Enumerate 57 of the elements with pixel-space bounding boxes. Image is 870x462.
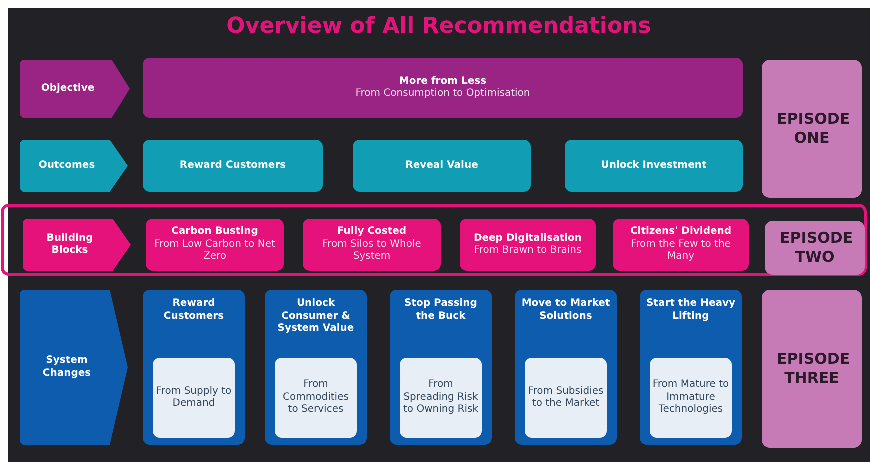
box-subtitle: From the Few to the Many bbox=[630, 238, 732, 264]
box-heading: More from Less bbox=[399, 76, 487, 88]
box-text: From Subsidies to the Market bbox=[527, 386, 605, 410]
box-text: From Supply to Demand bbox=[155, 386, 233, 410]
highlight-band bbox=[1, 204, 867, 276]
episode-box bbox=[762, 60, 862, 198]
content-box bbox=[565, 140, 743, 192]
box-heading: Stop Passing the Buck bbox=[404, 298, 478, 323]
content-box bbox=[303, 219, 441, 271]
box-subtitle: From Brawn to Brains bbox=[474, 245, 582, 258]
box-heading: Citizens' Dividend bbox=[630, 226, 732, 239]
inner-text-box bbox=[153, 358, 235, 438]
episode-label: EPISODE THREE bbox=[777, 350, 847, 388]
content-box bbox=[143, 58, 743, 118]
inner-text-box bbox=[275, 358, 357, 438]
title: Overview of All Recommendations bbox=[226, 14, 652, 39]
content-box bbox=[143, 140, 323, 192]
content-box bbox=[353, 140, 531, 192]
content-box bbox=[390, 290, 492, 445]
box-text: From Commodities to Services bbox=[282, 379, 350, 417]
box-heading: Deep Digitalisation bbox=[474, 232, 582, 245]
content-box bbox=[460, 219, 596, 271]
content-box bbox=[265, 290, 367, 445]
box-heading: Reveal Value bbox=[406, 160, 478, 172]
row-label: Outcomes bbox=[38, 160, 96, 172]
row-label-tag bbox=[23, 219, 131, 271]
inner-text-box bbox=[400, 358, 482, 438]
box-text: From Spreading Risk to Owning Risk bbox=[402, 379, 480, 417]
content-box bbox=[613, 219, 749, 271]
box-subtitle: From Silos to Whole System bbox=[322, 238, 422, 264]
box-heading: Move to Market Solutions bbox=[521, 298, 611, 323]
box-heading: Unlock Consumer & System Value bbox=[276, 298, 356, 336]
content-box bbox=[515, 290, 617, 445]
episode-box bbox=[762, 290, 862, 448]
row-label-tag bbox=[20, 60, 130, 118]
row-label-tag bbox=[20, 140, 128, 192]
episode-label: EPISODE ONE bbox=[777, 110, 847, 148]
inner-text-box bbox=[650, 358, 732, 438]
box-heading: Reward Customers bbox=[162, 298, 226, 323]
box-heading: Fully Costed bbox=[337, 226, 407, 239]
box-text: From Mature to Immature Technologies bbox=[652, 379, 730, 417]
row-label: Objective bbox=[40, 82, 96, 96]
episode-label: EPISODE TWO bbox=[780, 229, 850, 267]
box-heading: Unlock Investment bbox=[601, 160, 707, 172]
inner-text-box bbox=[525, 358, 607, 438]
row-label: Building Blocks bbox=[46, 232, 94, 258]
episode-box bbox=[765, 221, 865, 275]
content-box bbox=[640, 290, 742, 445]
box-subtitle: From Low Carbon to Net Zero bbox=[154, 238, 276, 264]
box-subtitle: From Consumption to Optimisation bbox=[356, 88, 530, 100]
box-heading: Carbon Busting bbox=[172, 226, 258, 239]
box-heading: Start the Heavy Lifting bbox=[646, 298, 736, 323]
row-label: System Changes bbox=[42, 355, 92, 380]
content-box bbox=[143, 290, 245, 445]
row-label-tag bbox=[20, 290, 128, 445]
content-box bbox=[146, 219, 284, 271]
box-heading: Reward Customers bbox=[180, 160, 286, 172]
